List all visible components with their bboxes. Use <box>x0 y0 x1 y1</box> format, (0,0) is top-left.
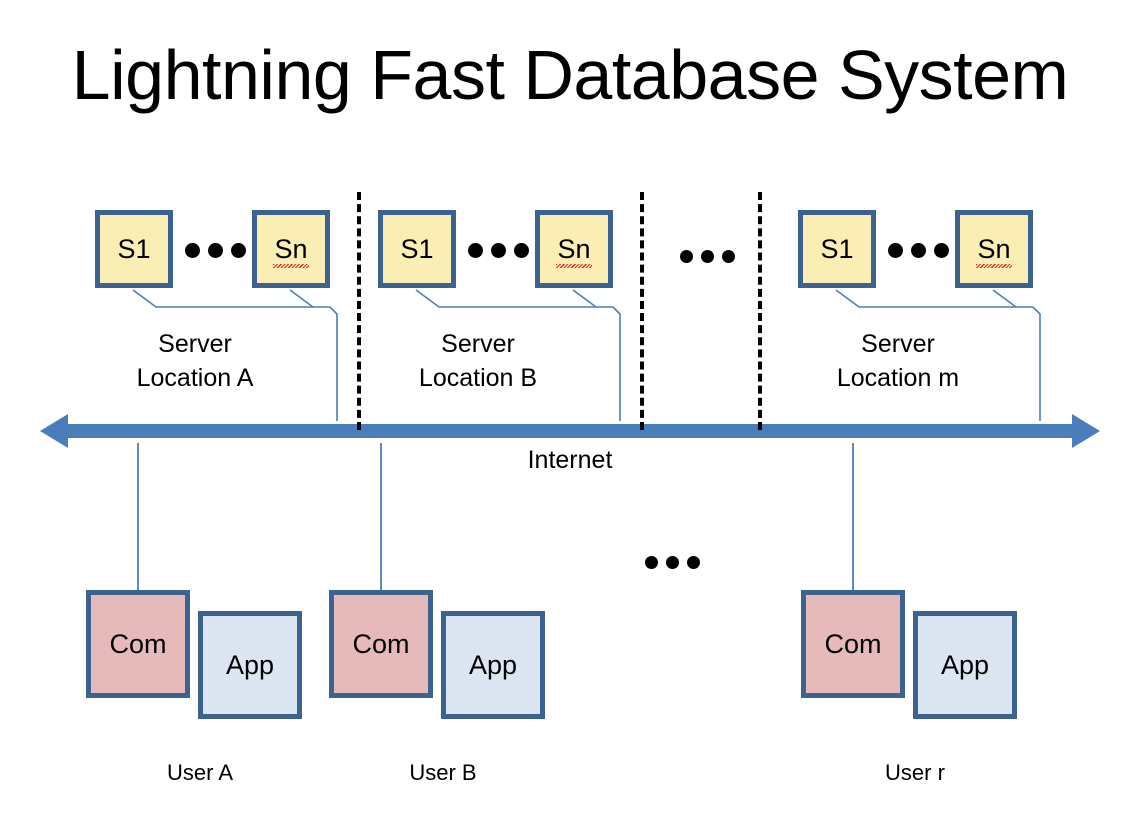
application-label: App <box>468 649 518 680</box>
dot <box>911 243 926 258</box>
dot <box>231 243 246 258</box>
dot <box>491 243 506 258</box>
dot <box>934 243 949 258</box>
server-label: Sn <box>273 233 309 268</box>
server-box-b-first[interactable]: S1 <box>378 210 456 288</box>
dot <box>645 556 658 569</box>
computer-label: Com <box>824 628 882 659</box>
server-label: S1 <box>820 233 854 264</box>
internet-label: Internet <box>527 446 613 474</box>
server-box-m-first[interactable]: S1 <box>798 210 876 288</box>
dot <box>514 243 529 258</box>
dot <box>687 556 700 569</box>
server-label: S1 <box>400 233 434 264</box>
computer-box-r[interactable]: Com <box>801 590 905 698</box>
server-box-a-first[interactable]: S1 <box>95 210 173 288</box>
application-box-b[interactable]: App <box>441 611 545 719</box>
server-box-m-last[interactable]: Sn <box>955 210 1033 288</box>
server-ellipsis-m <box>884 243 953 258</box>
page-title: Lightning Fast Database System <box>71 36 1069 114</box>
dot <box>722 250 735 263</box>
application-box-r[interactable]: App <box>913 611 1017 719</box>
user-label-b: User B <box>409 760 477 785</box>
server-ellipsis-b <box>464 243 533 258</box>
server-box-a-last[interactable]: Sn <box>252 210 330 288</box>
server-group-ellipsis <box>676 250 739 263</box>
server-ellipsis-a <box>181 243 250 258</box>
user-label-a: User A <box>166 760 234 785</box>
application-label: App <box>940 649 990 680</box>
server-label: Sn <box>556 233 592 268</box>
server-location-caption-m: Server Location m <box>836 330 960 392</box>
user-label-r: User r <box>885 760 945 785</box>
dot <box>701 250 714 263</box>
dot <box>185 243 200 258</box>
server-box-b-last[interactable]: Sn <box>535 210 613 288</box>
dot <box>680 250 693 263</box>
server-location-caption-a: Server Location A <box>136 330 254 392</box>
server-location-caption-b: Server Location B <box>418 330 538 392</box>
server-label: S1 <box>117 233 151 264</box>
dot <box>208 243 223 258</box>
computer-label: Com <box>109 628 167 659</box>
user-group-ellipsis <box>641 556 704 569</box>
region-divider-1 <box>357 192 361 430</box>
dot <box>888 243 903 258</box>
application-label: App <box>225 649 275 680</box>
computer-label: Com <box>352 628 410 659</box>
application-box-a[interactable]: App <box>198 611 302 719</box>
computer-box-a[interactable]: Com <box>86 590 190 698</box>
dot <box>666 556 679 569</box>
dot <box>468 243 483 258</box>
region-divider-2 <box>640 192 644 430</box>
server-label: Sn <box>976 233 1012 268</box>
computer-box-b[interactable]: Com <box>329 590 433 698</box>
region-divider-3 <box>758 192 762 430</box>
